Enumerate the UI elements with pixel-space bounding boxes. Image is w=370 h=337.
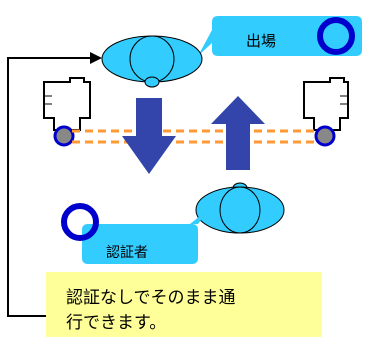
- note-line-2: 行できます。: [66, 313, 167, 333]
- down-arrow-icon: [122, 98, 176, 174]
- left-sensor-icon: [53, 125, 75, 147]
- exit-ring-icon: [317, 17, 355, 55]
- right-gate-icon: [303, 77, 349, 147]
- note-line-1: 認証なしでそのまま通: [66, 288, 236, 308]
- left-gate-icon: [43, 77, 91, 147]
- bottom-person-icon: [195, 182, 285, 234]
- top-person-icon: [101, 35, 203, 88]
- exit-callout: [198, 16, 362, 56]
- connector-arrowhead: [90, 52, 102, 64]
- up-arrow-icon: [211, 96, 265, 170]
- authenticator-ring-icon: [61, 203, 99, 241]
- connector-line: [7, 57, 90, 317]
- authenticator-callout: [61, 203, 210, 264]
- exit-label: 出場: [246, 32, 277, 50]
- note-box: 認証なしでそのまま通 行できます。: [46, 272, 322, 337]
- right-sensor-icon: [314, 125, 336, 147]
- authenticator-label: 認証者: [106, 245, 148, 261]
